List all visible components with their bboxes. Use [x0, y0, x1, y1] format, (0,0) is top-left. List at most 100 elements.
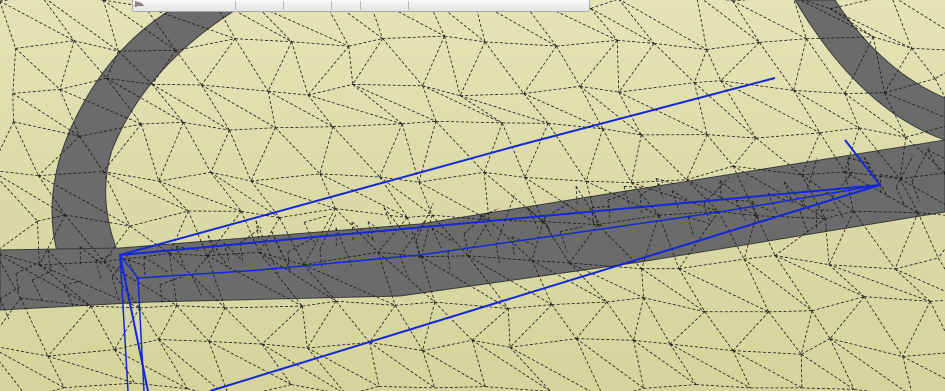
mesh-edge [902, 356, 945, 379]
mesh-edge [223, 243, 230, 264]
mesh-edge [579, 40, 618, 87]
mesh-edge [853, 210, 896, 270]
mesh-edge [484, 41, 525, 94]
mesh-edge [422, 339, 473, 351]
mesh-edge [434, 386, 486, 389]
mesh-edge [641, 268, 706, 313]
view-left-button[interactable] [134, 1, 191, 10]
mesh-edge [678, 258, 745, 270]
mesh-edge [484, 41, 557, 47]
mesh-edge [106, 77, 153, 85]
mesh-edge [606, 297, 644, 303]
move-arrow-button[interactable] [135, 1, 277, 10]
mesh-edge [863, 157, 874, 178]
more-icon [135, 1, 143, 7]
mesh-edge [422, 85, 461, 97]
mesh-edge [829, 8, 874, 38]
mesh-edge [631, 134, 642, 183]
mesh-edge [0, 175, 66, 216]
mesh-edge [543, 218, 554, 239]
mesh-edge [801, 338, 831, 355]
mesh-edge [606, 301, 634, 341]
mesh-edge [524, 177, 544, 222]
mesh-edge [720, 80, 757, 139]
mesh-edge [669, 311, 706, 345]
mesh-edge [369, 305, 396, 343]
view-top-button[interactable] [134, 1, 229, 10]
mesh-edge [732, 0, 807, 40]
mesh-edge [258, 217, 280, 253]
mesh-edge [619, 0, 707, 50]
mesh-edge [590, 0, 617, 9]
mesh-edge [201, 38, 236, 86]
mesh-edge [0, 286, 20, 300]
mesh-edge [617, 39, 655, 44]
mesh-edge [103, 171, 189, 212]
mesh-edge [90, 306, 115, 350]
mesh-edge [669, 343, 697, 385]
mesh-edge [551, 304, 577, 339]
mesh-edge [39, 261, 104, 266]
mesh-edge [79, 123, 142, 137]
mesh-edge [12, 89, 60, 94]
view-back-button[interactable] [134, 1, 172, 10]
mesh-edge [463, 233, 469, 254]
mesh-edge [894, 268, 945, 292]
mesh-edge [897, 0, 945, 30]
mesh-edge [395, 301, 435, 306]
more-button[interactable] [135, 1, 431, 10]
mesh-edge [159, 284, 164, 305]
mesh-edge [208, 341, 292, 385]
mesh-edge [158, 305, 178, 340]
mesh-edge [431, 227, 455, 243]
mesh-edge [484, 171, 525, 178]
mesh-edge [472, 339, 511, 348]
mesh-edge [793, 0, 807, 39]
mesh-edge [59, 77, 107, 90]
mesh-edge [720, 80, 821, 134]
mesh-edge [911, 47, 936, 79]
view-right-button[interactable] [134, 1, 210, 10]
mesh-edge [422, 350, 436, 389]
mesh-edge [306, 347, 344, 391]
mesh-edge [844, 93, 907, 138]
mesh-edge [377, 252, 396, 306]
paint-button[interactable] [135, 1, 383, 10]
display-button[interactable] [135, 1, 354, 10]
mesh-edge [575, 185, 603, 228]
mesh-edge [306, 300, 337, 349]
mesh-edge [369, 342, 435, 389]
mesh-edge [379, 176, 433, 216]
mesh-edge [655, 178, 674, 184]
mesh-edge [47, 349, 115, 357]
mesh-edge [103, 225, 131, 262]
mesh-edge [547, 123, 587, 182]
mesh-edge [12, 48, 16, 94]
mesh-edge [686, 134, 708, 180]
mesh-edge [394, 305, 423, 351]
select-arrow-button[interactable] [135, 1, 258, 10]
mesh-edge [375, 0, 445, 37]
mesh-edge [377, 251, 435, 303]
mesh-edge [523, 45, 557, 94]
mesh-edge [895, 257, 939, 270]
mesh-edge [719, 180, 722, 201]
mesh-edge [495, 245, 501, 266]
mesh-edge [694, 82, 708, 135]
mesh-edge [800, 310, 813, 355]
mesh-edge [508, 304, 552, 309]
mesh-edge [602, 128, 632, 183]
mesh-edge [208, 307, 226, 342]
mesh-edge [524, 123, 549, 178]
view-toolbar [132, 0, 590, 12]
mesh-edge [319, 173, 408, 218]
brush-button[interactable] [135, 1, 402, 10]
eraser-button[interactable] [135, 1, 325, 10]
mesh-edge [911, 181, 920, 203]
pencil-button[interactable] [135, 1, 306, 10]
mesh-edge [169, 210, 189, 254]
mesh-edge [523, 93, 603, 130]
selection-outline[interactable] [118, 77, 882, 391]
